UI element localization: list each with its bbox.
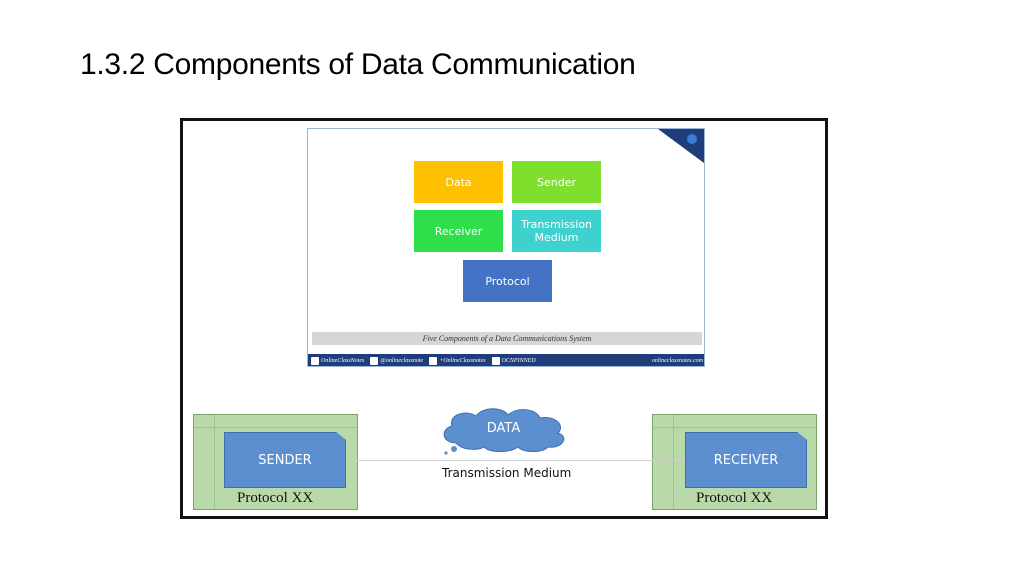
facebook-link[interactable]: OnlineClassNotes xyxy=(311,357,364,365)
figure-caption: Five Components of a Data Communications… xyxy=(312,332,702,345)
sender-box: Sender xyxy=(512,161,601,203)
data-cloud-icon xyxy=(443,408,565,455)
footer-bar: OnlineClassNotes @onlineclassnote +Onlin… xyxy=(308,354,704,366)
data-box: Data xyxy=(414,161,503,203)
cloud-label: DATA xyxy=(486,421,521,436)
transmission-medium-box: Transmission Medium xyxy=(512,210,601,252)
protocol-box-label: Protocol xyxy=(485,274,530,288)
components-image: Data Sender Receiver Transmission Medium… xyxy=(307,128,705,367)
facebook-icon xyxy=(311,357,319,365)
twitter-link[interactable]: @onlineclassnote xyxy=(370,357,423,365)
corner-logo-icon xyxy=(658,129,704,163)
slide-title: 1.3.2 Components of Data Communication xyxy=(80,48,636,81)
twitter-text: @onlineclassnote xyxy=(380,358,424,364)
transmission-label-line2: Medium xyxy=(534,231,579,244)
gplus-link[interactable]: +OnlineClassnotes xyxy=(429,357,486,365)
protocol-box: Protocol xyxy=(463,260,552,302)
receiver-node: RECEIVER xyxy=(685,432,807,488)
twitter-icon xyxy=(370,357,379,365)
site-link[interactable]: onlineclassnotes.com xyxy=(651,358,703,364)
left-protocol-label: Protocol XX xyxy=(237,490,314,506)
transmission-medium-label: Transmission Medium xyxy=(442,466,572,480)
figure-frame: Data Sender Receiver Transmission Medium… xyxy=(180,118,828,519)
receiver-box: Receiver xyxy=(414,210,503,252)
facebook-text: OnlineClassNotes xyxy=(321,358,365,364)
pinterest-text: OCNPINNED xyxy=(501,358,536,364)
gplus-text: +OnlineClassnotes xyxy=(439,358,486,364)
receiver-box-label: Receiver xyxy=(434,224,483,238)
sender-box-label: Sender xyxy=(537,175,576,189)
right-protocol-label: Protocol XX xyxy=(696,490,773,506)
transmission-label-line1: Transmission xyxy=(520,218,593,231)
data-box-label: Data xyxy=(445,175,472,189)
sender-node: SENDER xyxy=(224,432,346,488)
transmission-medium-line xyxy=(346,460,685,461)
gplus-icon xyxy=(429,357,438,365)
pinterest-icon xyxy=(491,357,500,365)
pinterest-link[interactable]: OCNPINNED xyxy=(491,357,536,365)
